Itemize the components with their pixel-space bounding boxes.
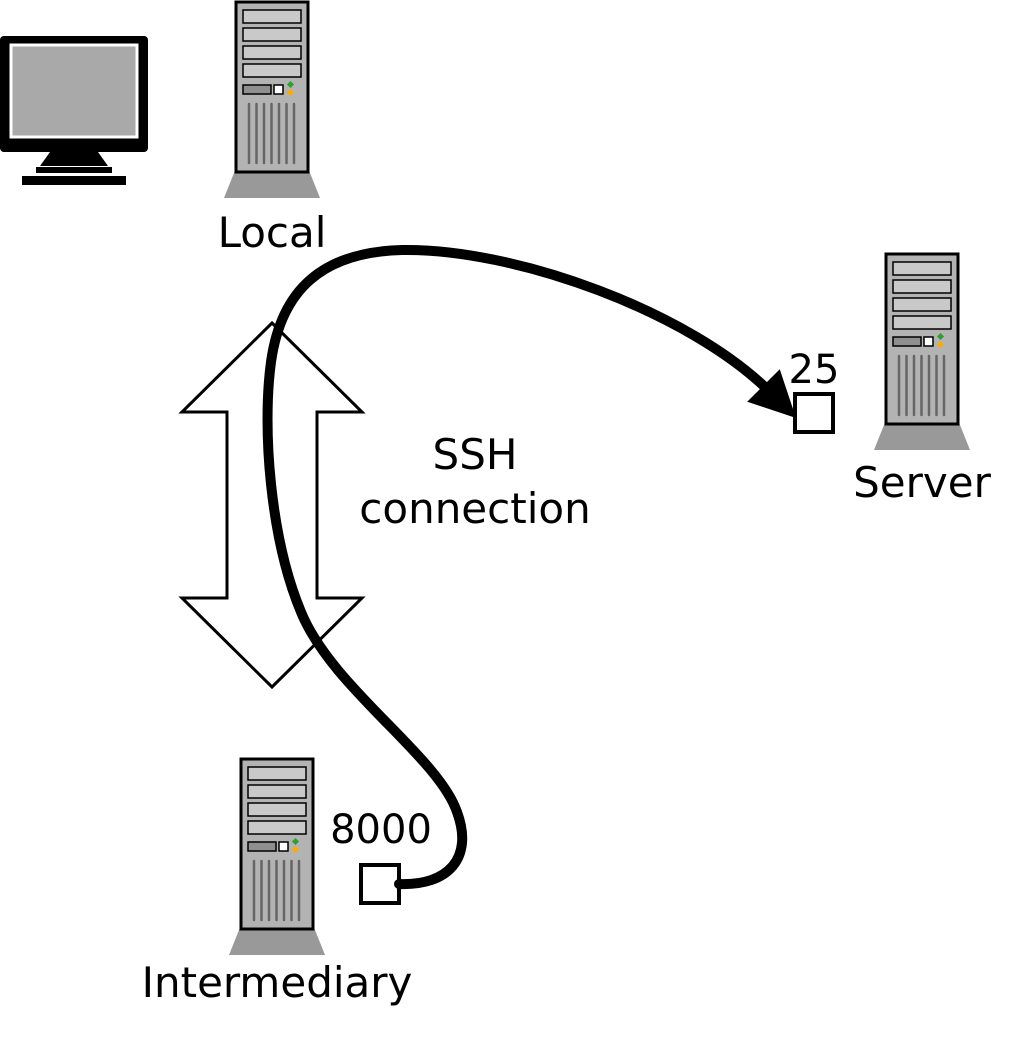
ssh-connection-line1: SSH bbox=[432, 430, 518, 479]
intermediary-port-label: 8000 bbox=[330, 807, 432, 853]
server-tower-icon bbox=[872, 252, 972, 452]
ssh-connection-label: SSH connection bbox=[330, 428, 620, 536]
server-port-label: 25 bbox=[788, 347, 840, 393]
monitor-icon bbox=[0, 34, 150, 187]
ssh-connection-line2: connection bbox=[359, 484, 591, 533]
server-label: Server bbox=[853, 458, 991, 507]
intermediary-port-box bbox=[359, 863, 401, 905]
local-label: Local bbox=[217, 208, 327, 257]
local-tower-icon bbox=[222, 0, 322, 200]
intermediary-tower-icon bbox=[227, 757, 327, 957]
intermediary-label: Intermediary bbox=[141, 958, 413, 1007]
tunnel-cable bbox=[262, 244, 797, 890]
server-port-box bbox=[793, 392, 835, 434]
